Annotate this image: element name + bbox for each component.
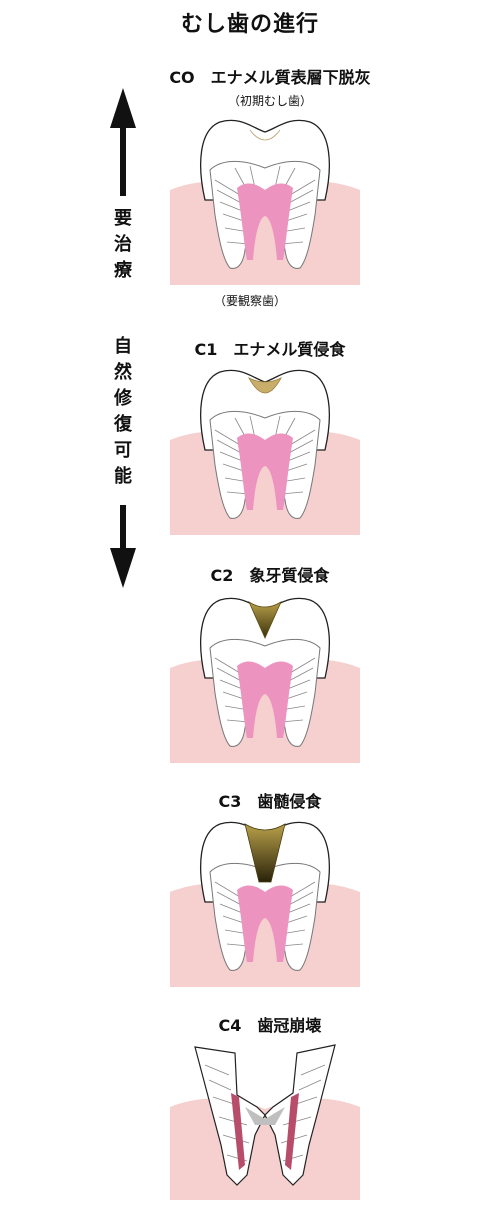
tooth-c1 bbox=[170, 369, 360, 535]
gum bbox=[170, 1098, 360, 1200]
pulp bbox=[237, 433, 293, 510]
exposed-pulp-right bbox=[285, 1093, 299, 1170]
stage-co-note: （要観察歯） bbox=[213, 294, 286, 308]
tooth-c2 bbox=[170, 597, 360, 763]
treatment-required-label: 要 治 療 bbox=[114, 208, 132, 282]
tooth-co bbox=[170, 119, 360, 285]
up-arrow-shaft bbox=[120, 126, 126, 196]
enamel-decay bbox=[248, 377, 282, 394]
early-decay-spot bbox=[249, 129, 281, 141]
pulp bbox=[237, 885, 293, 962]
tooth-c4 bbox=[170, 1044, 360, 1200]
up-arrow-head bbox=[110, 88, 136, 128]
stage-c1-label: C1 エナメル質侵食 bbox=[194, 340, 346, 359]
page-title: むし歯の進行 bbox=[180, 12, 319, 37]
exposed-pulp-left bbox=[231, 1093, 245, 1170]
remaining-root-right bbox=[264, 1044, 336, 1186]
stage-co-label: CO エナメル質表層下脱灰 bbox=[169, 68, 371, 87]
natural-repair-label: 自 然 修 復 可 能 bbox=[114, 336, 132, 488]
stage-c4-label: C4 歯冠崩壊 bbox=[218, 1016, 322, 1035]
dentin-decay bbox=[248, 600, 282, 639]
stage-c3-label: C3 歯髄侵食 bbox=[218, 792, 322, 811]
decay-floor bbox=[245, 1107, 285, 1125]
pulp-decay bbox=[244, 823, 286, 883]
down-arrow-shaft bbox=[120, 505, 126, 560]
pulp bbox=[237, 661, 293, 738]
down-arrow-head bbox=[110, 548, 136, 588]
pulp bbox=[237, 183, 293, 260]
stage-c2-label: C2 象牙質侵食 bbox=[210, 566, 330, 585]
stage-co-sublabel: （初期むし歯） bbox=[227, 94, 312, 108]
tooth-c3 bbox=[170, 821, 360, 987]
